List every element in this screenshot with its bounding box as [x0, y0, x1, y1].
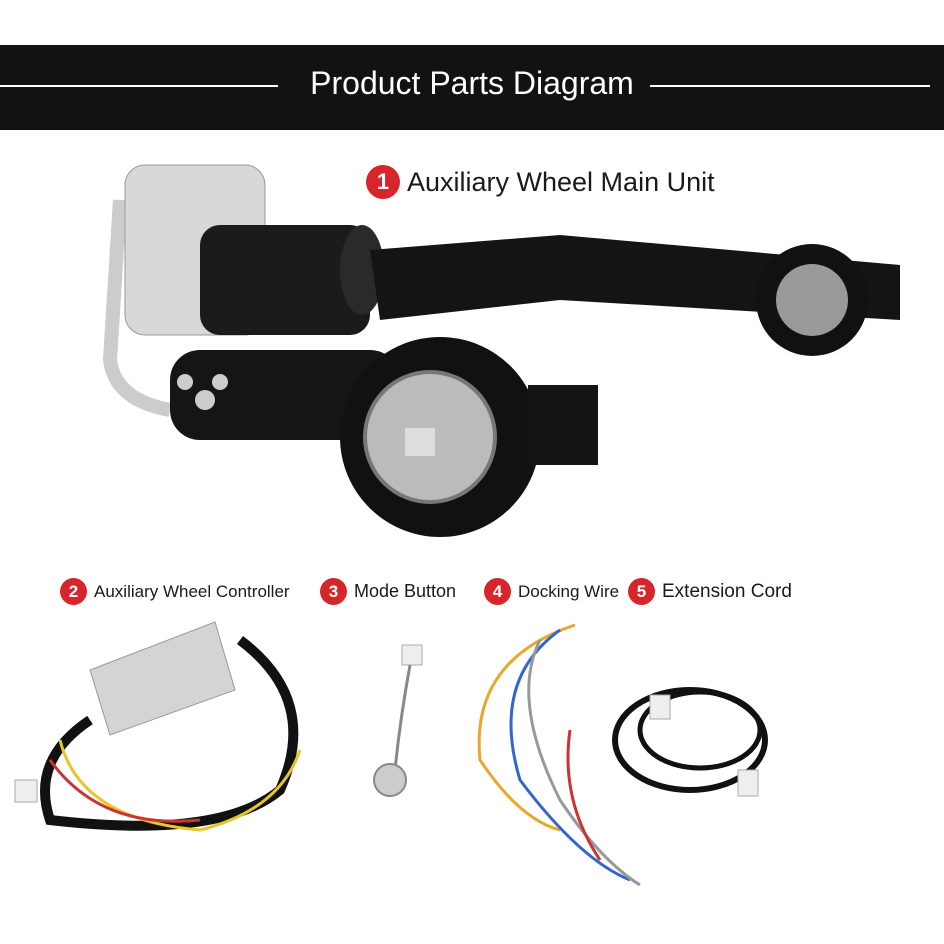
part-label-mode-button: 3 Mode Button	[320, 578, 456, 605]
header-band: Product Parts Diagram	[0, 45, 944, 130]
part-label-controller: 2 Auxiliary Wheel Controller	[60, 578, 290, 605]
part-label-main-unit: 1 Auxiliary Wheel Main Unit	[366, 165, 715, 199]
number-badge: 5	[628, 578, 655, 605]
number-badge: 4	[484, 578, 511, 605]
part-label-docking-wire: 4 Docking Wire	[484, 578, 619, 605]
header-divider-left	[0, 85, 278, 87]
main-unit-image	[102, 164, 900, 537]
mode-button-image	[373, 644, 423, 797]
part-name: Auxiliary Wheel Main Unit	[407, 166, 715, 197]
page-title: Product Parts Diagram	[310, 65, 634, 101]
controller-image	[14, 621, 302, 832]
part-name: Docking Wire	[518, 581, 620, 601]
part-name: Extension Cord	[662, 580, 792, 602]
number-badge: 2	[60, 578, 87, 605]
extension-cord-image	[612, 687, 768, 797]
docking-wire-image	[477, 623, 641, 887]
part-name: Auxiliary Wheel Controller	[94, 581, 290, 601]
header-divider-right	[650, 85, 930, 87]
part-name: Mode Button	[354, 581, 457, 601]
number-badge: 1	[366, 165, 400, 199]
part-label-extension-cord: 5 Extension Cord	[628, 578, 792, 605]
number-badge: 3	[320, 578, 347, 605]
